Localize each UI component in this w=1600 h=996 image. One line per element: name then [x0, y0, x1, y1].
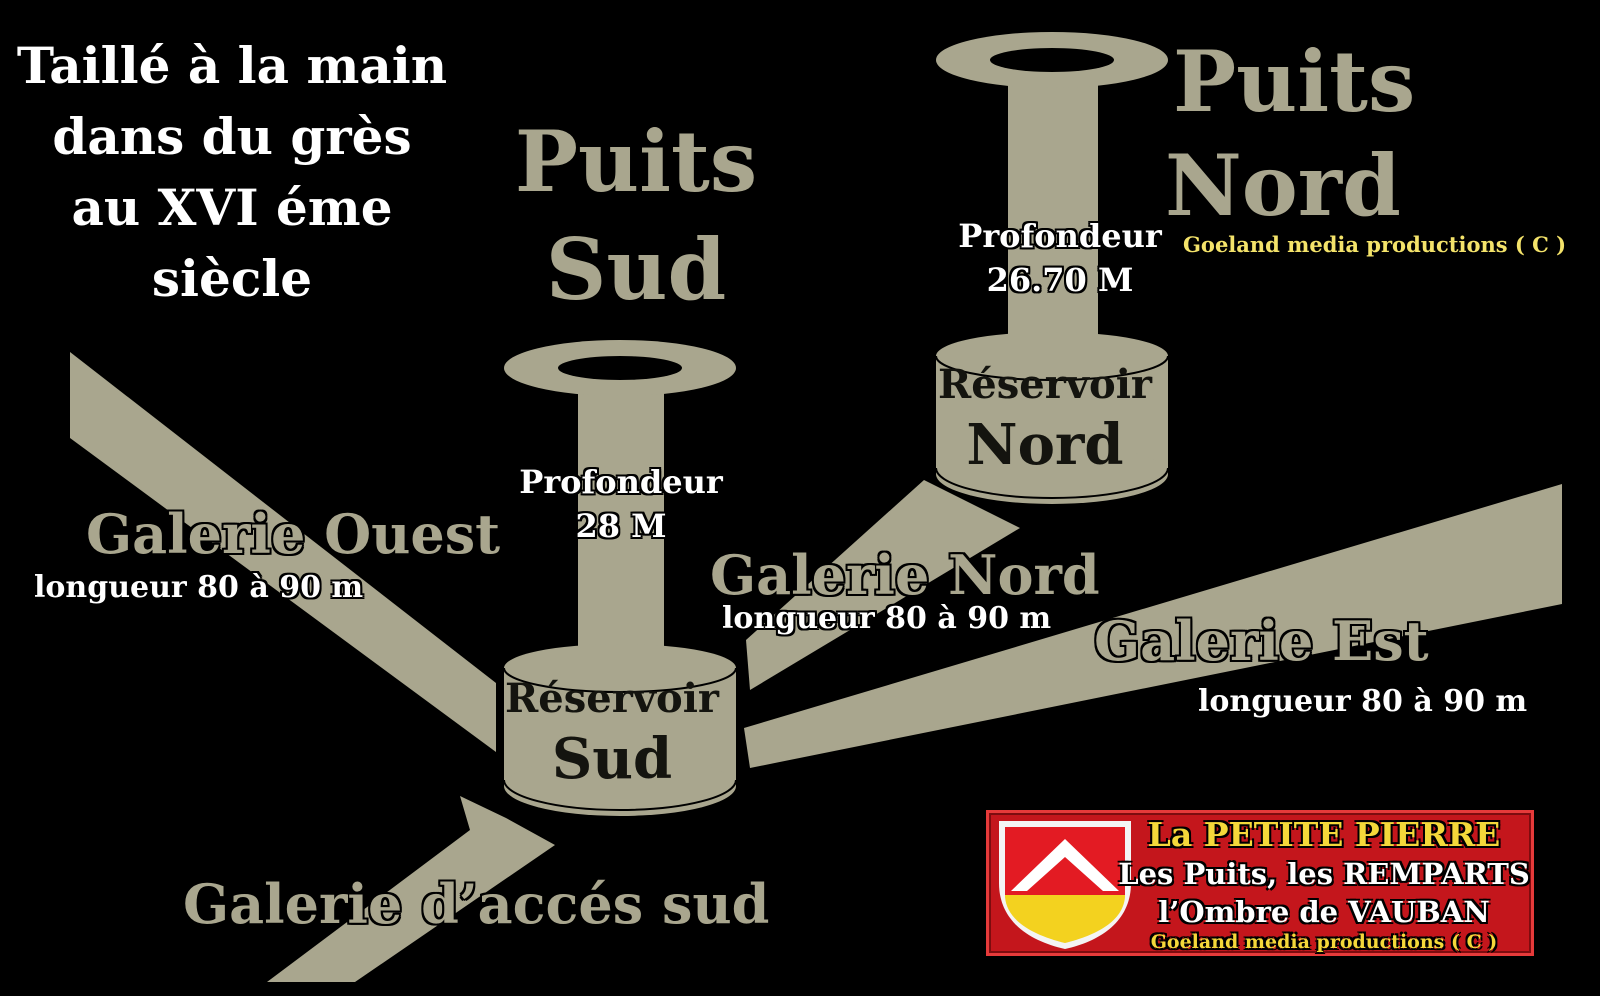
puits-nord-shaft — [1008, 66, 1098, 356]
puits-sud-title: Puits Sud — [515, 108, 757, 324]
reservoir-name: Nord — [966, 412, 1124, 478]
galerie-nord-shape — [746, 480, 1020, 690]
galerie-est-length: longueur 80 à 90 m — [1198, 684, 1528, 719]
puits-nord-title-line: Puits — [1173, 32, 1416, 131]
logo-credit: Goeland media productions ( C ) — [1150, 931, 1498, 953]
intro-line: dans du grès — [52, 107, 412, 166]
intro-line: Taillé à la main — [16, 36, 448, 95]
reservoir-sud-label: Réservoir Sud — [505, 674, 719, 794]
reservoir-sud-top-edge — [503, 667, 737, 693]
intro-line: au XVI éme — [71, 178, 393, 237]
reservoir-nord-bottom — [936, 444, 1168, 504]
reservoir-sud-bottom-edge — [503, 779, 737, 811]
intro-text: Taillé à la main dans du grès au XVI éme… — [17, 30, 447, 314]
galerie-ouest-length: longueur 80 à 90 m — [34, 570, 364, 605]
puits-sud-depth: Profondeur 28 M — [519, 460, 723, 548]
logo-subtitle: Les Puits, les REMPARTS — [1118, 857, 1530, 891]
reservoir-nord-top-edge — [935, 355, 1169, 381]
reservoir-sud-top — [504, 644, 736, 692]
galerie-acces-sud-shape — [267, 796, 555, 982]
galerie-nord-length: longueur 80 à 90 m — [722, 601, 1052, 636]
puits-nord-title: Puits Nord — [1165, 30, 1415, 238]
reservoir-sud-bottom — [504, 756, 736, 816]
galerie-ouest-shape — [70, 352, 496, 752]
puits-sud-title-line: Sud — [545, 220, 727, 319]
depth-value: 26.70 M — [986, 261, 1134, 299]
depth-value: 28 M — [575, 507, 667, 545]
depth-label: Profondeur — [958, 217, 1162, 255]
galerie-est-name: Galerie Est — [1094, 609, 1429, 673]
puits-nord-opening — [990, 48, 1114, 72]
reservoir-nord-label: Réservoir Nord — [938, 360, 1152, 480]
credit-text: Goeland media productions ( C ) — [1183, 232, 1567, 257]
reservoir-word: Réservoir — [505, 675, 719, 722]
logo-title: La PETITE PIERRE — [1147, 815, 1501, 854]
reservoir-name: Sud — [551, 726, 673, 792]
galerie-est-shape — [744, 484, 1562, 768]
puits-sud-title-line: Puits — [514, 112, 758, 211]
puits-nord-depth: Profondeur 26.70 M — [958, 214, 1162, 302]
intro-line: siècle — [151, 249, 313, 308]
puits-nord-title-line: Nord — [1165, 136, 1401, 235]
logo-subtitle-2: l’Ombre de VAUBAN — [1158, 895, 1490, 929]
galerie-acces-sud-name: Galerie d’accés sud — [183, 872, 770, 936]
galerie-nord-name: Galerie Nord — [710, 543, 1100, 607]
puits-sud-shaft — [578, 378, 664, 660]
reservoir-word: Réservoir — [938, 361, 1152, 408]
galerie-ouest-name: Galerie Ouest — [86, 502, 501, 566]
puits-sud-opening — [558, 356, 682, 380]
logo-banner: La PETITE PIERRE Les Puits, les REMPARTS… — [986, 810, 1534, 956]
depth-label: Profondeur — [519, 463, 723, 501]
reservoir-nord-bottom-edge — [935, 467, 1169, 499]
reservoir-nord-top — [936, 332, 1168, 380]
shield-icon — [999, 821, 1131, 949]
